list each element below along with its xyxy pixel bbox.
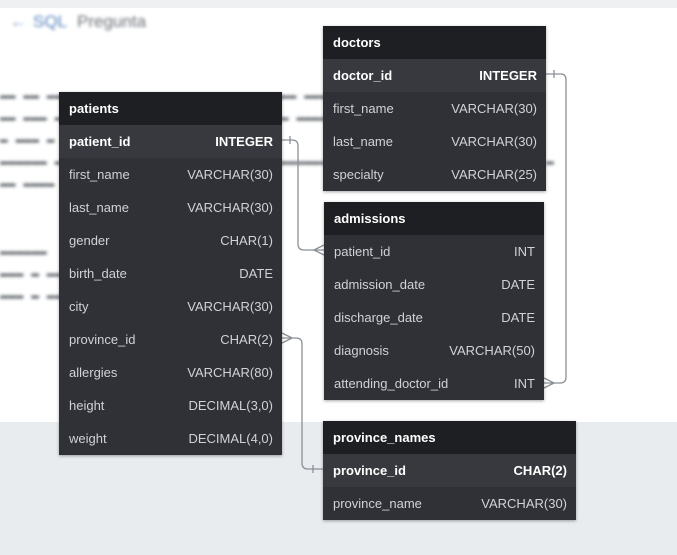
table-row[interactable]: patient_id INT (324, 235, 544, 268)
column-name: first_name (69, 167, 130, 182)
column-name: diagnosis (334, 343, 389, 358)
column-type: DATE (501, 277, 535, 292)
table-row[interactable]: first_name VARCHAR(30) (59, 158, 282, 191)
column-type: DATE (239, 266, 273, 281)
background-breadcrumb: SQL (33, 12, 68, 31)
column-name: birth_date (69, 266, 127, 281)
table-row[interactable]: first_name VARCHAR(30) (323, 92, 546, 125)
relationship-doctors-admissions (544, 73, 567, 384)
column-type: CHAR(2) (513, 463, 567, 478)
table-row[interactable]: specialty VARCHAR(25) (323, 158, 546, 191)
column-type: VARCHAR(80) (187, 365, 273, 380)
table-row[interactable]: birth_date DATE (59, 257, 282, 290)
table-row[interactable]: allergies VARCHAR(80) (59, 356, 282, 389)
column-name: province_id (69, 332, 136, 347)
column-name: discharge_date (334, 310, 423, 325)
table-row[interactable]: attending_doctor_id INT (324, 367, 544, 400)
cardinality-many-marker (543, 377, 555, 389)
table-row[interactable]: discharge_date DATE (324, 301, 544, 334)
table-row[interactable]: city VARCHAR(30) (59, 290, 282, 323)
relationship-patients-admissions (282, 139, 324, 251)
column-type: INT (514, 376, 535, 391)
table-row[interactable]: patient_id INTEGER (59, 125, 282, 158)
cardinality-many-marker (313, 244, 325, 256)
table-row[interactable]: province_name VARCHAR(30) (323, 487, 576, 520)
relationship-province-patients (282, 337, 323, 470)
table-row[interactable]: doctor_id INTEGER (323, 59, 546, 92)
column-type: VARCHAR(50) (449, 343, 535, 358)
column-type: VARCHAR(30) (481, 496, 567, 511)
column-type: DECIMAL(4,0) (188, 431, 273, 446)
column-name: allergies (69, 365, 118, 380)
table-row[interactable]: gender CHAR(1) (59, 224, 282, 257)
table-header[interactable]: patients (59, 92, 282, 125)
column-name: city (69, 299, 89, 314)
column-name: doctor_id (333, 68, 393, 83)
table-header[interactable]: doctors (323, 26, 546, 59)
column-type: CHAR(1) (220, 233, 273, 248)
table-row[interactable]: height DECIMAL(3,0) (59, 389, 282, 422)
column-type: VARCHAR(30) (187, 200, 273, 215)
arrow-left-icon: ← (10, 12, 27, 31)
column-name: attending_doctor_id (334, 376, 449, 391)
column-name: patient_id (334, 244, 391, 259)
column-name: first_name (333, 101, 394, 116)
column-name: province_name (333, 496, 422, 511)
column-name: weight (69, 431, 107, 446)
background-text-line: ▬▬▬ ▬ ▬▬ (0, 288, 63, 303)
table-row[interactable]: diagnosis VARCHAR(50) (324, 334, 544, 367)
column-type: INTEGER (215, 134, 273, 149)
column-type: VARCHAR(25) (451, 167, 537, 182)
background-title: ← SQL Pregunta (10, 12, 146, 32)
column-name: province_id (333, 463, 406, 478)
column-type: DECIMAL(3,0) (188, 398, 273, 413)
table-row[interactable]: province_id CHAR(2) (59, 323, 282, 356)
column-name: gender (69, 233, 110, 248)
column-name: height (69, 398, 105, 413)
table-row[interactable]: province_id CHAR(2) (323, 454, 576, 487)
column-type: VARCHAR(30) (187, 299, 273, 314)
table-header[interactable]: admissions (324, 202, 544, 235)
column-type: DATE (501, 310, 535, 325)
column-type: VARCHAR(30) (451, 101, 537, 116)
table-row[interactable]: last_name VARCHAR(30) (59, 191, 282, 224)
background-text-line: ▬▬▬▬▬▬ (0, 244, 47, 259)
column-name: last_name (69, 200, 129, 215)
column-type: VARCHAR(30) (451, 134, 537, 149)
table-header[interactable]: province_names (323, 421, 576, 454)
column-name: last_name (333, 134, 393, 149)
cardinality-many-marker (281, 332, 293, 344)
column-type: INTEGER (479, 68, 537, 83)
background-title-text: Pregunta (77, 12, 147, 31)
column-type: VARCHAR(30) (187, 167, 273, 182)
column-type: INT (514, 244, 535, 259)
top-bar (0, 0, 677, 8)
table-row[interactable]: weight DECIMAL(4,0) (59, 422, 282, 455)
column-name: patient_id (69, 134, 131, 149)
column-type: CHAR(2) (220, 332, 273, 347)
table-row[interactable]: admission_date DATE (324, 268, 544, 301)
column-name: admission_date (334, 277, 426, 292)
column-name: specialty (333, 167, 384, 182)
table-row[interactable]: last_name VARCHAR(30) (323, 125, 546, 158)
